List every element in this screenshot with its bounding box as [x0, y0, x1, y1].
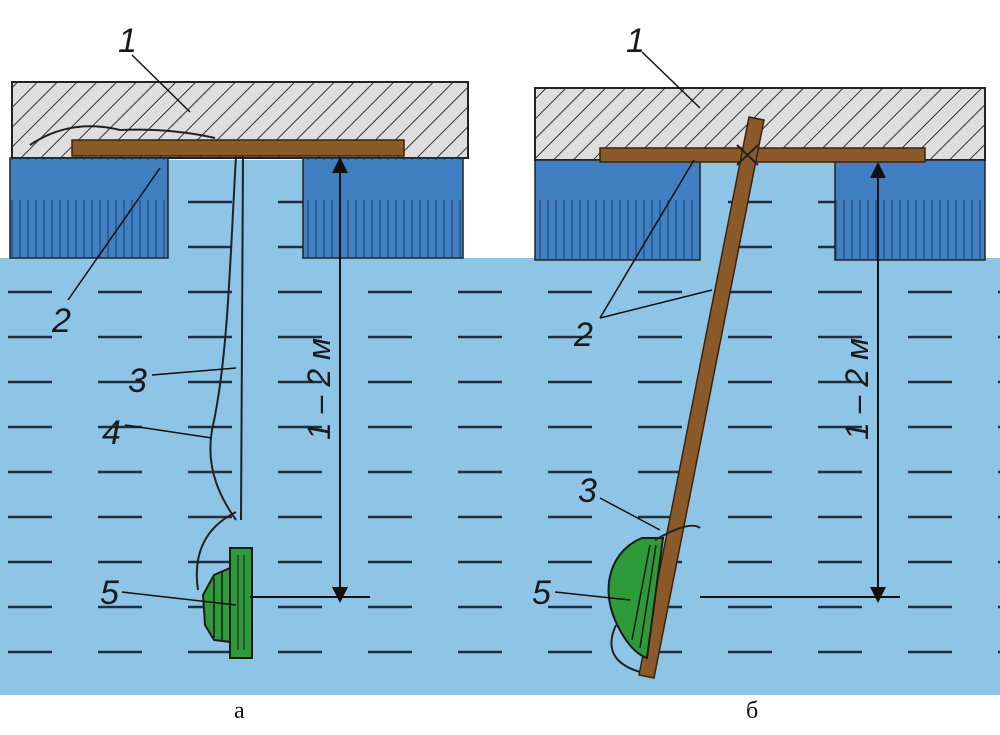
label-depth-a: 1 – 2 м	[301, 338, 337, 440]
leader-2b-pole	[599, 289, 713, 319]
board-a	[71, 139, 405, 157]
leader-3-b	[599, 497, 661, 531]
snow-block-right-2	[834, 159, 986, 261]
hole-water-right	[700, 160, 835, 260]
diagram-a: 1 2 3 4 5 1 – 2 м	[9, 22, 469, 659]
leader-5-a	[121, 591, 237, 606]
label-wire-line-a: 3	[128, 362, 147, 400]
charge-b	[607, 524, 701, 673]
label-wire-line-b: 3	[578, 472, 597, 510]
leader-1-b	[641, 51, 701, 109]
label-board-a: 2	[51, 302, 71, 340]
leader-1-a	[131, 54, 191, 113]
detonator-loop-a	[195, 511, 237, 591]
leader-3-a	[151, 367, 237, 376]
label-board-b: 2	[573, 316, 593, 354]
cord-a	[209, 155, 237, 521]
board-b-pole	[638, 116, 765, 679]
depth-dimension-b	[700, 162, 900, 603]
label-cord-a: 4	[102, 414, 121, 452]
water-body	[0, 258, 1000, 695]
depth-dimension-a	[250, 157, 370, 603]
wire-line-a	[240, 155, 244, 521]
ice-crack-left-a	[29, 125, 216, 146]
leader-4-a	[124, 424, 213, 439]
snow-block-right-1	[534, 159, 701, 261]
leader-2b-board	[599, 159, 695, 319]
board-b-horizontal	[599, 147, 926, 163]
leader-5-b	[554, 591, 631, 601]
caption-b: б	[746, 698, 759, 724]
caption-a: а	[234, 698, 245, 724]
snow-block-left-1	[9, 157, 169, 259]
label-charge-a: 5	[100, 574, 119, 612]
label-charge-b: 5	[532, 574, 551, 612]
snow-block-left-2	[302, 157, 464, 259]
label-ice-b: 1	[626, 22, 645, 60]
charge-a	[201, 547, 253, 659]
label-ice-a: 1	[118, 22, 137, 60]
leader-2-a	[67, 167, 161, 301]
label-depth-b: 1 – 2 м	[839, 338, 875, 440]
diagram-b: 1 2 3 5 1 – 2 м	[532, 22, 986, 679]
board-b-joint	[736, 144, 759, 166]
